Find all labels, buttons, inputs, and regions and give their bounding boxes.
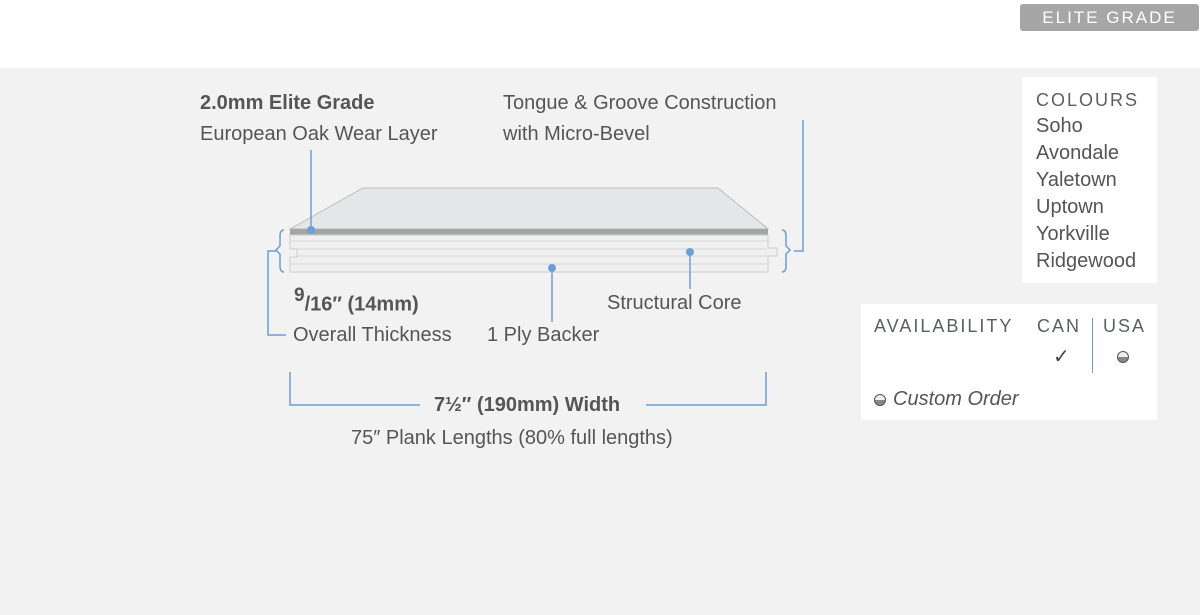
colour-item: Yorkville <box>1036 223 1110 245</box>
usa-custom-order-icon <box>1117 351 1129 363</box>
availability-box: AVAILABILITY CAN USA ✓ Custom Order <box>861 304 1157 420</box>
custom-order-legend-icon <box>874 394 886 406</box>
colour-item: Ridgewood <box>1036 250 1137 272</box>
width-bracket-left <box>289 372 420 406</box>
ply-lines <box>291 240 767 265</box>
left-brace <box>274 229 285 273</box>
can-header: CAN <box>1037 316 1082 336</box>
can-check-icon: ✓ <box>1053 344 1070 368</box>
colour-item: Uptown <box>1036 196 1104 218</box>
colours-box: COLOURS Soho Avondale Yaletown Uptown Yo… <box>1022 77 1157 283</box>
colour-item: Avondale <box>1036 142 1120 164</box>
custom-order-legend: Custom Order <box>893 388 1019 410</box>
colours-list: Soho Avondale Yaletown Uptown Yorkville … <box>1036 113 1136 275</box>
thickness-label: Overall Thickness <box>293 324 452 346</box>
tongue-title: Tongue & Groove Construction <box>503 92 777 114</box>
column-divider <box>1092 318 1093 373</box>
core-dot <box>686 248 694 256</box>
thickness-rest: /16″ (14mm) <box>304 293 419 316</box>
thickness-leader <box>267 250 286 336</box>
tongue-leader <box>794 120 804 252</box>
colours-title: COLOURS <box>1036 90 1140 110</box>
width-bracket-right <box>646 372 767 406</box>
wear-title: 2.0mm Elite Grade <box>200 92 375 114</box>
backer-dot <box>548 264 556 272</box>
colour-item: Yaletown <box>1036 169 1117 191</box>
thickness-numerator: 9 <box>294 285 305 306</box>
width-label: 7½″ (190mm) Width <box>434 394 621 416</box>
wear-layer <box>290 229 768 235</box>
usa-header: USA <box>1103 316 1147 336</box>
availability-title: AVAILABILITY <box>874 316 1014 336</box>
right-brace <box>781 229 792 273</box>
lengths-label: 75″ Plank Lengths (80% full lengths) <box>351 427 673 449</box>
wear-subtitle: European Oak Wear Layer <box>200 123 438 145</box>
core-label: Structural Core <box>607 292 742 314</box>
wear-dot <box>307 226 315 234</box>
plank-top-face <box>288 187 770 230</box>
colour-item: Soho <box>1036 115 1083 137</box>
thickness-value: 9/16″ (14mm) <box>294 285 419 317</box>
tongue-subtitle: with Micro-Bevel <box>503 123 650 145</box>
backer-label: 1 Ply Backer <box>487 324 600 346</box>
elite-grade-badge: ELITE GRADE <box>1020 4 1199 31</box>
